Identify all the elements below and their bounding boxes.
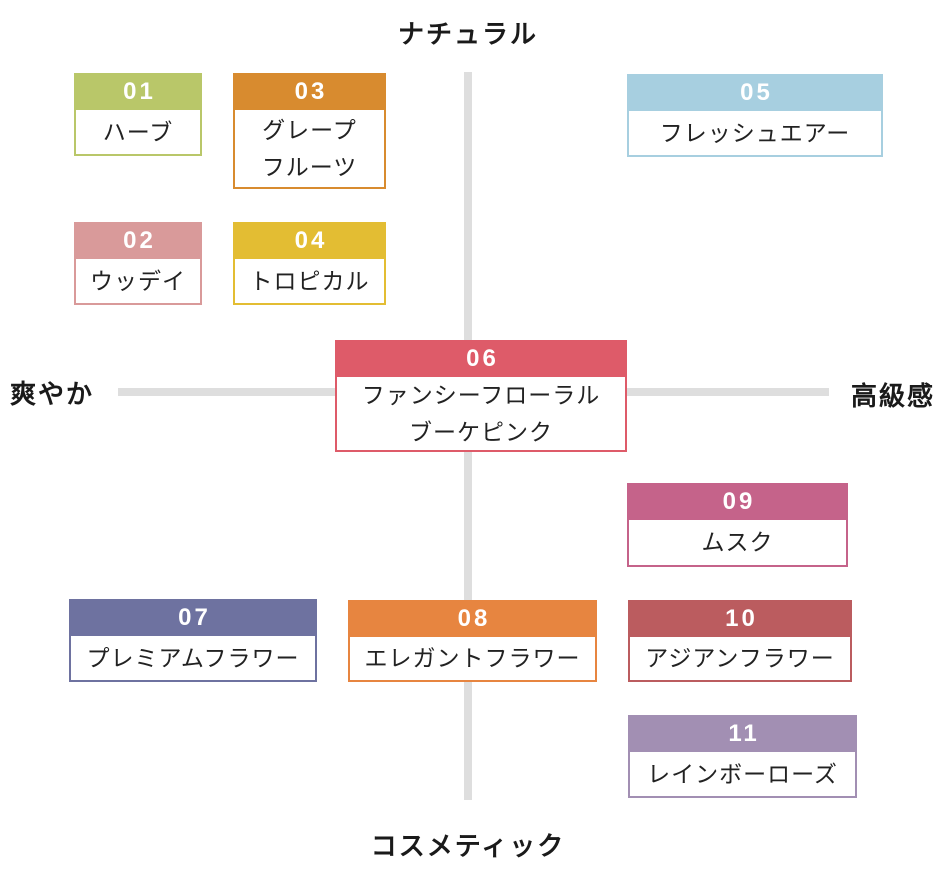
card-number-badge: 08 <box>348 600 597 637</box>
fragrance-card-02: 02 ウッデイ <box>74 222 202 305</box>
axis-label-fresh: 爽やか <box>10 379 95 409</box>
fragrance-card-09: 09 ムスク <box>627 483 848 567</box>
card-number-badge: 01 <box>74 73 202 110</box>
card-number-badge: 11 <box>628 715 857 752</box>
card-name-label: ハーブ <box>102 118 174 145</box>
fragrance-card-11: 11 レインボーローズ <box>628 715 857 798</box>
fragrance-card-10: 10 アジアンフラワー <box>628 600 852 682</box>
card-name-label: プレミアムフラワー <box>86 644 300 671</box>
fragrance-card-04: 04 トロピカル <box>233 222 386 305</box>
card-name-label: グレープ フルーツ <box>261 116 358 180</box>
card-name-label: ムスク <box>701 529 774 556</box>
card-number-badge: 02 <box>74 222 202 259</box>
fragrance-card-05: 05 フレッシュエアー <box>627 74 883 157</box>
fragrance-card-07: 07 プレミアムフラワー <box>69 599 317 682</box>
card-name-label: ファンシーフローラル ブーケピンク <box>361 382 601 445</box>
card-number-badge: 07 <box>69 599 317 636</box>
fragrance-card-01: 01 ハーブ <box>74 73 202 156</box>
fragrance-card-06: 06 ファンシーフローラル ブーケピンク <box>335 340 627 452</box>
card-name-label: エレガントフラワー <box>364 645 581 672</box>
card-name-label: ウッデイ <box>90 267 186 294</box>
fragrance-card-08: 08 エレガントフラワー <box>348 600 597 682</box>
card-name-label: トロピカル <box>249 267 370 294</box>
card-name-label: アジアンフラワー <box>645 645 835 672</box>
card-number-badge: 04 <box>233 222 386 259</box>
card-number-badge: 06 <box>335 340 627 377</box>
axis-label-natural: ナチュラル <box>397 19 539 49</box>
axis-label-luxury: 高級感 <box>850 381 935 411</box>
fragrance-card-03: 03 グレープ フルーツ <box>233 73 386 189</box>
card-number-badge: 05 <box>627 74 883 111</box>
card-name-label: レインボーローズ <box>647 760 838 787</box>
card-number-badge: 09 <box>627 483 848 520</box>
card-number-badge: 03 <box>233 73 386 110</box>
card-number-badge: 10 <box>628 600 852 637</box>
axis-label-cosmetic: コスメティック <box>370 831 566 861</box>
card-name-label: フレッシュエアー <box>659 119 851 146</box>
